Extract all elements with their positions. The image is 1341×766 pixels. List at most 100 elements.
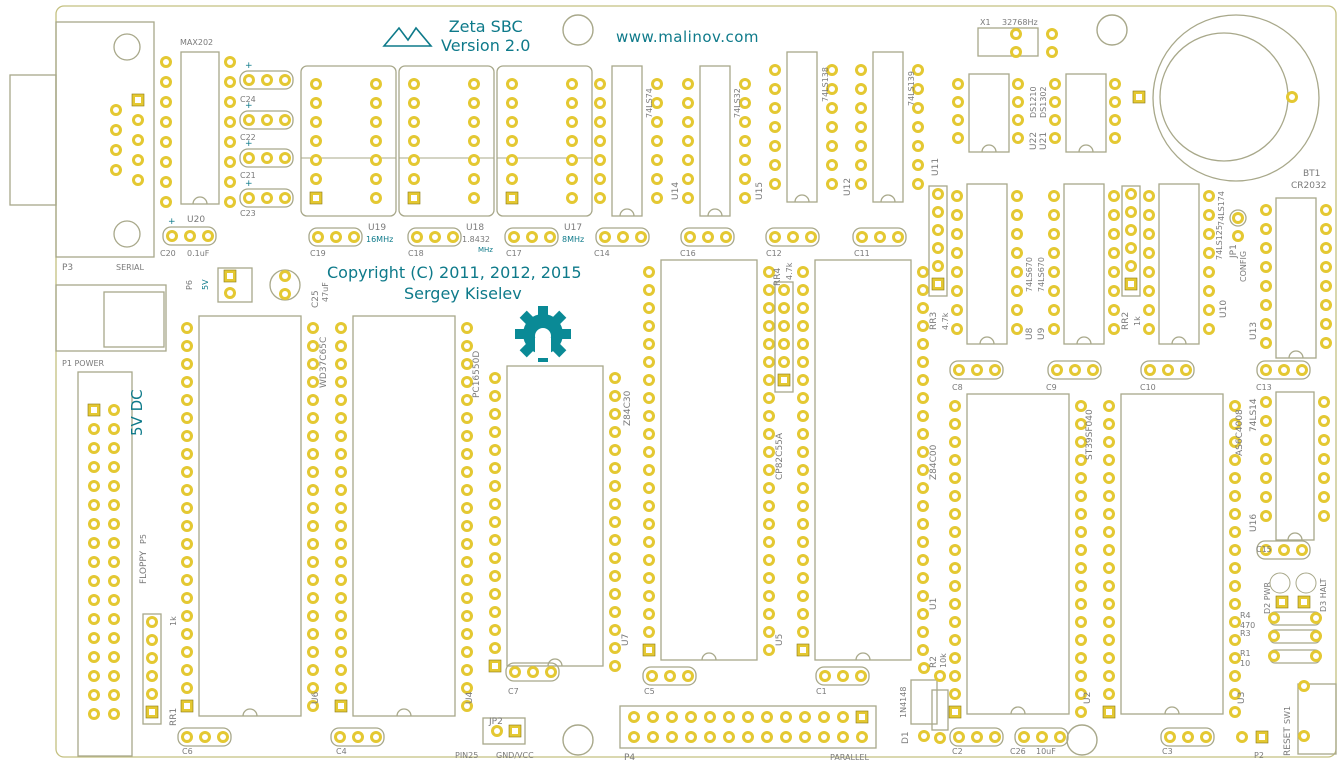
pad-hole bbox=[1263, 340, 1269, 346]
pad-hole bbox=[1052, 99, 1058, 105]
part-label: U18 bbox=[466, 223, 484, 233]
pad-hole bbox=[829, 162, 835, 168]
pad-hole bbox=[829, 67, 835, 73]
pad-hole bbox=[111, 597, 117, 603]
pad-hole bbox=[338, 703, 344, 709]
capacitor-outline bbox=[1140, 360, 1195, 380]
pad-hole bbox=[113, 127, 119, 133]
pad-hole bbox=[184, 613, 190, 619]
part-label: U3 bbox=[1237, 692, 1247, 704]
ic-body bbox=[180, 51, 220, 205]
pad-hole bbox=[1014, 288, 1020, 294]
pad-hole bbox=[1263, 513, 1269, 519]
part-label: U14 bbox=[671, 182, 681, 200]
pad-hole bbox=[1111, 193, 1117, 199]
pad-hole bbox=[310, 613, 316, 619]
pad-hole bbox=[338, 685, 344, 691]
pad-hole bbox=[91, 559, 97, 565]
pad-hole bbox=[1052, 135, 1058, 141]
pad-hole bbox=[937, 735, 943, 741]
pad-hole bbox=[163, 119, 169, 125]
pad-hole bbox=[492, 411, 498, 417]
pad-hole bbox=[772, 181, 778, 187]
pad-hole bbox=[91, 654, 97, 660]
mount-hole bbox=[562, 14, 594, 46]
part-label: 10k bbox=[939, 653, 948, 668]
part-label: R2 bbox=[929, 656, 939, 668]
pad-hole bbox=[597, 195, 603, 201]
pad-hole bbox=[992, 367, 998, 373]
pad-hole bbox=[858, 86, 864, 92]
pad-hole bbox=[492, 465, 498, 471]
pad-hole bbox=[1015, 81, 1021, 87]
pad-hole bbox=[227, 290, 233, 296]
oscillator-outline bbox=[496, 65, 593, 217]
capacitor-outline bbox=[330, 727, 385, 747]
part-label: C15 bbox=[1256, 545, 1272, 554]
pad-hole bbox=[492, 501, 498, 507]
pad-hole bbox=[766, 629, 772, 635]
part-label: CP82C55A bbox=[775, 432, 785, 480]
pad-hole bbox=[1051, 212, 1057, 218]
pad-hole bbox=[163, 199, 169, 205]
pad-hole bbox=[783, 714, 789, 720]
pad-hole bbox=[464, 631, 470, 637]
pad-hole bbox=[184, 415, 190, 421]
pad-hole bbox=[1263, 456, 1269, 462]
pad-hole bbox=[821, 714, 827, 720]
ic-notch bbox=[981, 144, 997, 153]
pad-hole bbox=[954, 231, 960, 237]
pad-hole bbox=[282, 155, 288, 161]
pad-hole bbox=[800, 557, 806, 563]
pad-hole bbox=[227, 59, 233, 65]
pad-hole bbox=[612, 591, 618, 597]
pad-hole bbox=[1013, 31, 1019, 37]
pad-hole bbox=[952, 673, 958, 679]
ic-body bbox=[699, 65, 731, 217]
pad-hole bbox=[411, 100, 417, 106]
serial-connector-shell bbox=[9, 74, 57, 206]
pad-hole bbox=[149, 673, 155, 679]
part-label: C13 bbox=[1256, 383, 1272, 392]
ic-notch bbox=[794, 194, 810, 203]
ic-notch bbox=[1164, 706, 1180, 715]
pad-hole bbox=[638, 234, 644, 240]
pad-hole bbox=[1106, 691, 1112, 697]
pad-hole bbox=[1128, 263, 1134, 269]
pad-hole bbox=[766, 377, 772, 383]
pad-hole bbox=[184, 361, 190, 367]
pad-hole bbox=[111, 521, 117, 527]
pad-hole bbox=[726, 734, 732, 740]
pad-hole bbox=[1301, 599, 1307, 605]
pad-hole bbox=[1128, 191, 1134, 197]
part-label: C26 bbox=[1010, 747, 1026, 756]
pad-hole bbox=[184, 577, 190, 583]
pad-hole bbox=[492, 519, 498, 525]
pad-hole bbox=[646, 431, 652, 437]
pad-hole bbox=[654, 195, 660, 201]
pad-hole bbox=[373, 100, 379, 106]
pad-hole bbox=[91, 464, 97, 470]
ic-notch bbox=[880, 194, 896, 203]
pad-hole bbox=[310, 361, 316, 367]
part-label: U8 bbox=[1025, 327, 1035, 340]
part-label: U9 bbox=[1037, 327, 1047, 340]
pad-hole bbox=[205, 233, 211, 239]
pad-hole bbox=[1146, 288, 1152, 294]
pad-hole bbox=[937, 673, 943, 679]
pad-hole bbox=[1323, 245, 1329, 251]
pad-hole bbox=[1271, 653, 1277, 659]
capacitor-outline bbox=[239, 70, 294, 90]
pad-hole bbox=[1078, 673, 1084, 679]
pad-hole bbox=[772, 143, 778, 149]
pad-hole bbox=[597, 119, 603, 125]
power-jack-body bbox=[103, 291, 165, 348]
pad-hole bbox=[954, 307, 960, 313]
part-label: C18 bbox=[408, 249, 424, 258]
pad-hole bbox=[338, 397, 344, 403]
oscillator-outline bbox=[398, 65, 495, 217]
pad-hole bbox=[612, 375, 618, 381]
pad-hole bbox=[264, 117, 270, 123]
pad-hole bbox=[920, 629, 926, 635]
pad-hole bbox=[920, 503, 926, 509]
